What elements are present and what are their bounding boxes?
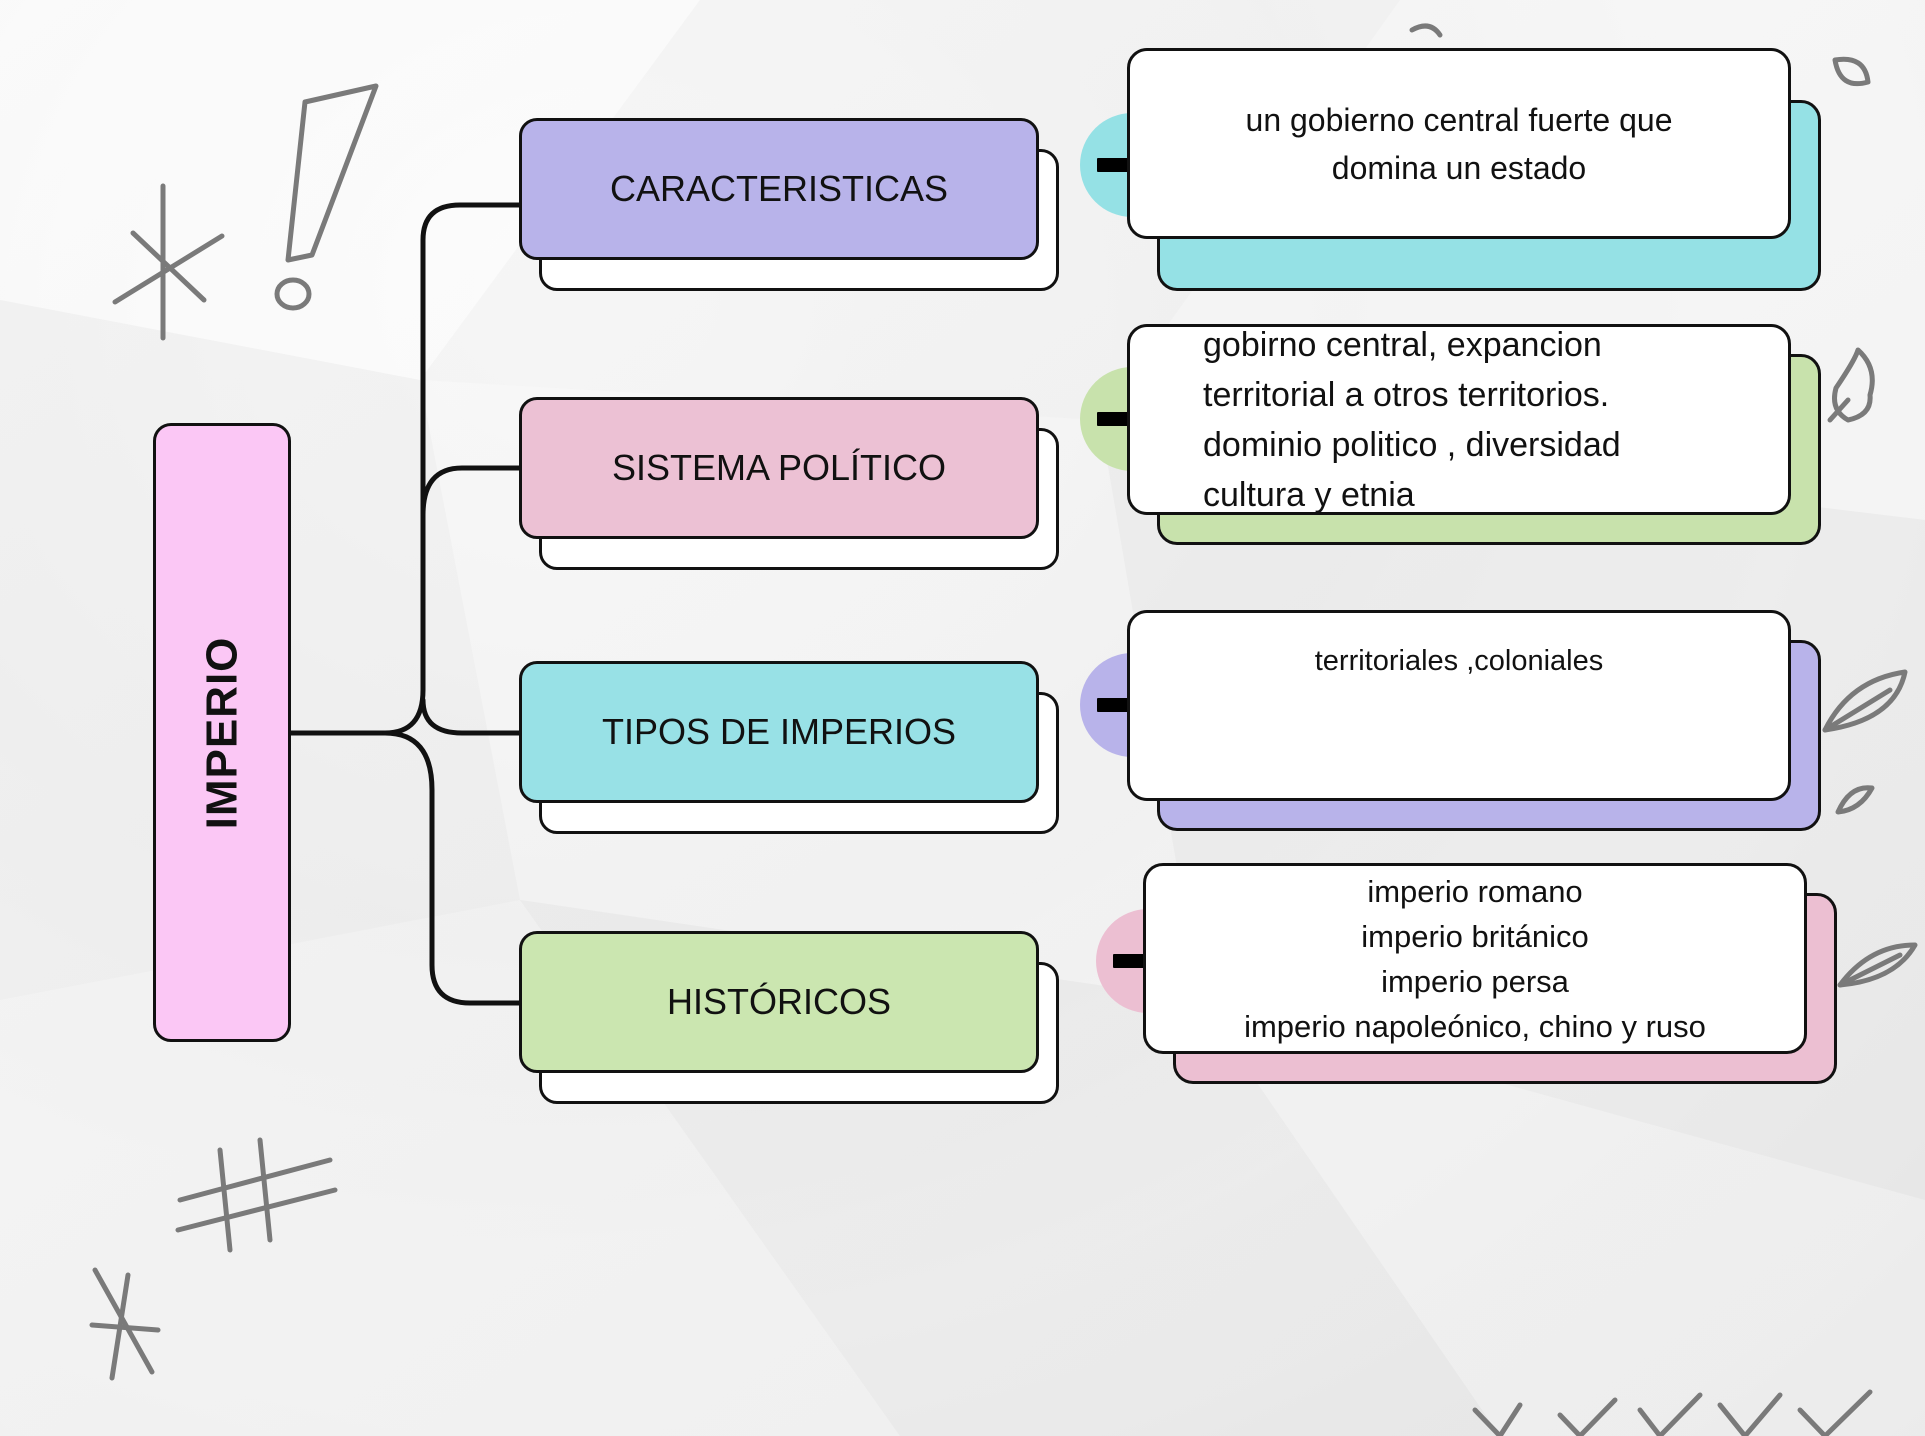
description-line: dominio politico , diversidad: [1203, 425, 1621, 464]
description-line: imperio romano: [1367, 873, 1583, 909]
category-box: SISTEMA POLÍTICO: [519, 397, 1039, 539]
description-line: domina un estado: [1331, 149, 1587, 186]
category-box: CARACTERISTICAS: [519, 118, 1039, 260]
category-historicos: HISTÓRICOS: [519, 931, 1059, 1104]
description-box: un gobierno central fuerte que domina un…: [1127, 48, 1791, 239]
description-line: imperio napoleónico, chino y ruso: [1244, 1008, 1706, 1044]
description-line: cultura y etnia: [1203, 475, 1415, 514]
description-line: gobirno central, expancion: [1203, 325, 1602, 364]
root-node-imperio: IMPERIO: [153, 423, 291, 1042]
category-sistema-politico: SISTEMA POLÍTICO: [519, 397, 1059, 570]
category-caracteristicas: CARACTERISTICAS: [519, 118, 1059, 291]
category-box: TIPOS DE IMPERIOS: [519, 661, 1039, 803]
root-label: IMPERIO: [197, 636, 247, 829]
description-box: imperio romano imperio británico imperio…: [1143, 863, 1807, 1054]
description-box: territoriales ,coloniales: [1127, 610, 1791, 801]
description-box: gobirno central, expancion territorial a…: [1127, 324, 1791, 515]
category-tipos-de-imperios: TIPOS DE IMPERIOS: [519, 661, 1059, 834]
description-line: imperio persa: [1381, 963, 1569, 999]
category-box: HISTÓRICOS: [519, 931, 1039, 1073]
description-line: territorial a otros territorios.: [1203, 375, 1610, 414]
description-line: imperio británico: [1361, 918, 1589, 954]
description-line: un gobierno central fuerte que: [1245, 101, 1673, 138]
description-line: territoriales ,coloniales: [1314, 645, 1604, 677]
